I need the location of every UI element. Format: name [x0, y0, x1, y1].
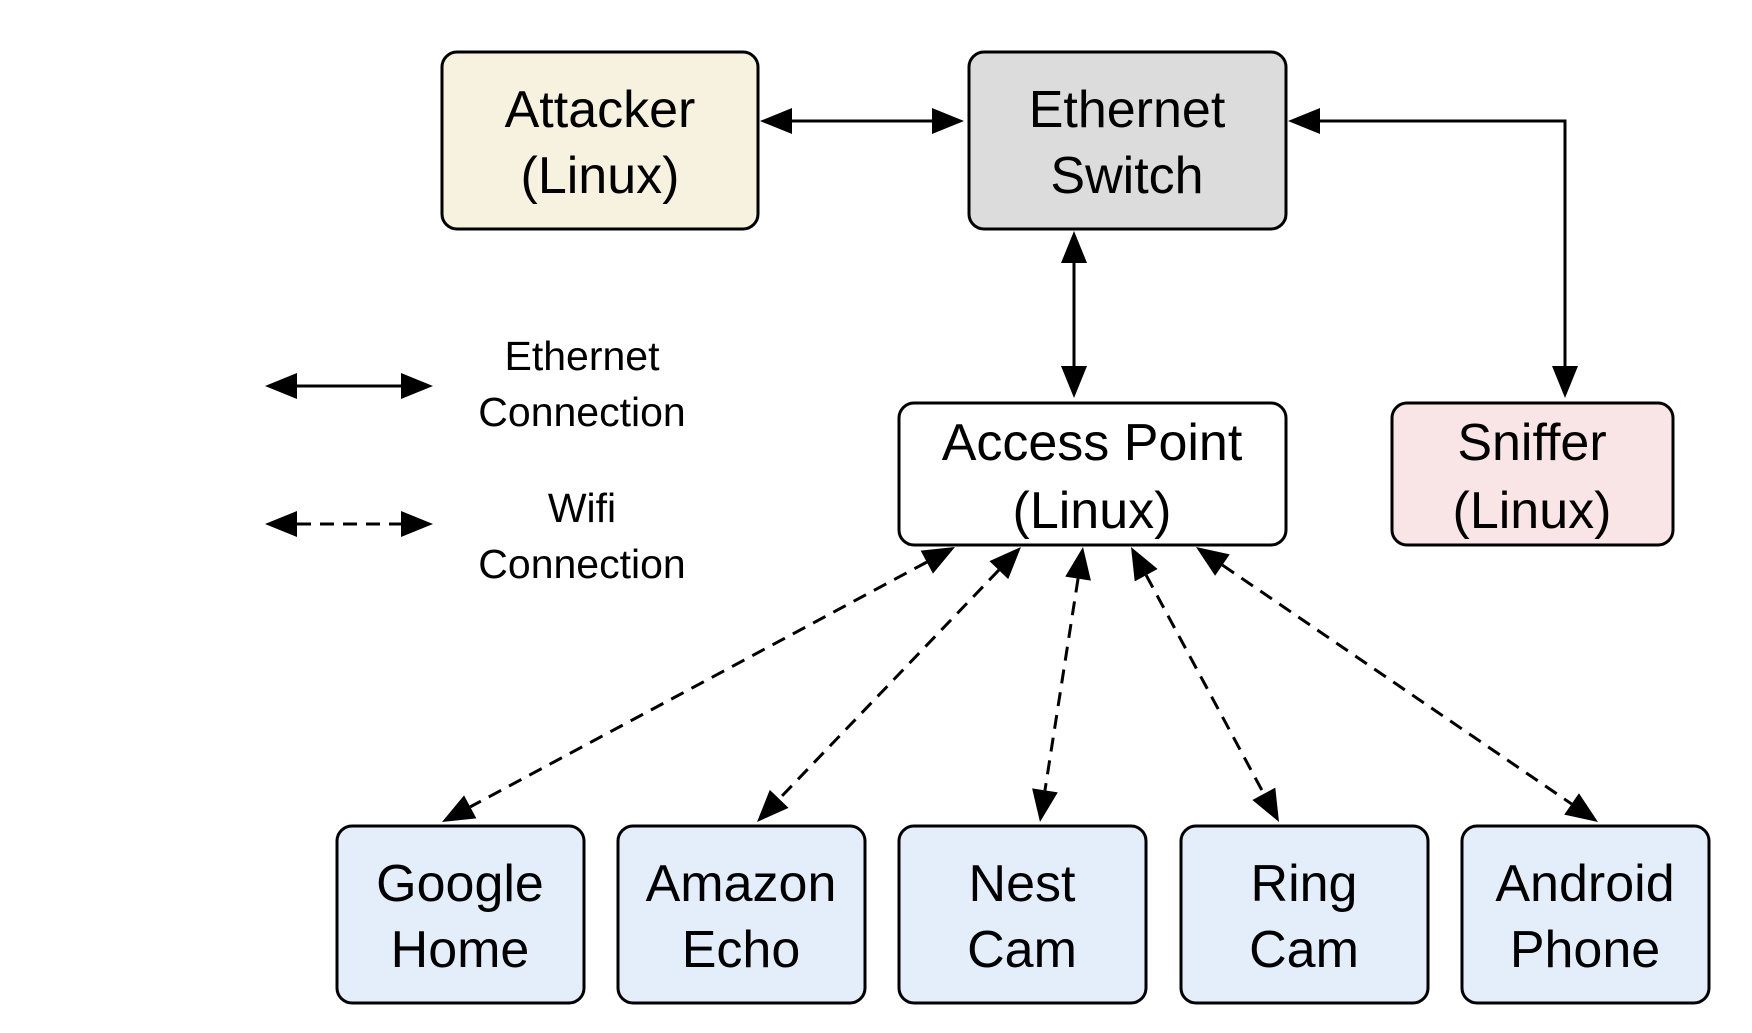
- legend: Ethernet Connection Wifi Connection: [265, 333, 686, 587]
- edge-ethernet-switch-to-access-point-arrowhead-start: [1061, 231, 1087, 263]
- legend-ethernet-arrow-arrowhead-end: [401, 373, 433, 399]
- node-attacker-label-line2: (Linux): [521, 147, 680, 205]
- legend-wifi-arrow: [265, 511, 433, 537]
- legend-wifi-symbol: [265, 511, 433, 537]
- node-amazon-echo: Amazon Echo: [616, 824, 867, 1005]
- edge-ethernet-switch-to-sniffer-arrowhead-start: [1288, 108, 1320, 134]
- node-ethernet-switch-box: [967, 50, 1288, 231]
- node-android-phone-box: [1460, 824, 1711, 1005]
- node-sniffer-box: [1390, 401, 1675, 547]
- edge-access-point-to-ring-cam-line: [1144, 574, 1266, 795]
- node-sniffer-label-line1: Sniffer: [1457, 414, 1606, 472]
- node-ethernet-switch-label-line2: Switch: [1050, 147, 1203, 205]
- node-ring-cam-box: [1179, 824, 1430, 1005]
- node-google-home-label-line2: Home: [391, 921, 530, 979]
- node-access-point-box: [897, 401, 1288, 547]
- node-attacker-box: [440, 50, 760, 231]
- legend-ethernet-arrow: [265, 373, 433, 399]
- legend-wifi-label-line2: Connection: [478, 541, 685, 587]
- node-google-home: Google Home: [335, 824, 586, 1005]
- edge-ethernet-switch-to-sniffer: [1288, 108, 1578, 398]
- edge-access-point-to-google-home-arrowhead-start: [920, 547, 955, 574]
- node-google-home-box: [335, 824, 586, 1005]
- edge-access-point-to-nest-cam-arrowhead-end: [1032, 788, 1058, 822]
- node-android-phone-label-line1: Android: [1495, 855, 1674, 913]
- legend-ethernet-symbol: [265, 373, 433, 399]
- edge-access-point-to-android-phone-line: [1221, 563, 1573, 806]
- legend-ethernet-label-line1: Ethernet: [505, 333, 661, 379]
- edge-access-point-to-google-home-line: [469, 560, 928, 809]
- edge-access-point-to-nest-cam-line: [1043, 578, 1080, 791]
- legend-wifi-arrow-arrowhead-end: [401, 511, 433, 537]
- edge-access-point-to-nest-cam: [1032, 547, 1091, 822]
- edge-access-point-to-ring-cam-arrowhead-start: [1131, 547, 1158, 582]
- edge-ethernet-switch-to-sniffer-arrowhead-end: [1552, 366, 1578, 398]
- node-amazon-echo-label-line2: Echo: [682, 921, 801, 979]
- edge-attacker-to-ethernet-switch-arrowhead-end: [932, 108, 964, 134]
- node-amazon-echo-box: [616, 824, 867, 1005]
- edge-access-point-to-ring-cam: [1131, 547, 1279, 822]
- edge-access-point-to-android-phone-arrowhead-end: [1564, 793, 1598, 822]
- node-nest-cam: Nest Cam: [897, 824, 1148, 1005]
- node-sniffer-label-line2: (Linux): [1453, 482, 1612, 540]
- edge-access-point-to-google-home: [442, 547, 955, 822]
- edge-ethernet-switch-to-access-point: [1061, 231, 1087, 398]
- edge-ethernet-switch-to-sniffer-line: [1320, 119, 1567, 366]
- edge-access-point-to-google-home-arrowhead-end: [442, 795, 477, 822]
- node-ethernet-switch-label-line1: Ethernet: [1029, 81, 1226, 139]
- node-nest-cam-label-line1: Nest: [969, 855, 1076, 913]
- edge-access-point-to-ring-cam-arrowhead-end: [1252, 787, 1279, 822]
- edge-access-point-to-amazon-echo-arrowhead-start: [989, 547, 1021, 580]
- node-ring-cam-label-line1: Ring: [1251, 855, 1358, 913]
- edge-ethernet-switch-to-access-point-arrowhead-end: [1061, 366, 1087, 398]
- node-attacker: Attacker (Linux): [440, 50, 760, 231]
- edge-attacker-to-ethernet-switch-arrowhead-start: [760, 108, 792, 134]
- node-ring-cam: Ring Cam: [1179, 824, 1430, 1005]
- edge-access-point-to-android-phone-arrowhead-start: [1196, 547, 1230, 576]
- node-ethernet-switch: Ethernet Switch: [967, 50, 1288, 231]
- edge-access-point-to-amazon-echo-line: [778, 569, 1000, 800]
- node-access-point-label-line2: (Linux): [1013, 482, 1172, 540]
- node-access-point-label-line1: Access Point: [942, 414, 1243, 472]
- node-android-phone-label-line2: Phone: [1510, 921, 1660, 979]
- legend-ethernet-arrow-arrowhead-start: [265, 373, 297, 399]
- node-amazon-echo-label-line1: Amazon: [646, 855, 837, 913]
- edges-layer: [442, 108, 1598, 822]
- node-ring-cam-label-line2: Cam: [1249, 921, 1359, 979]
- edge-access-point-to-amazon-echo-arrowhead-end: [757, 789, 789, 822]
- edge-access-point-to-android-phone: [1196, 547, 1598, 822]
- node-attacker-label-line1: Attacker: [505, 81, 696, 139]
- legend-ethernet-label-line2: Connection: [478, 389, 685, 435]
- edge-access-point-to-amazon-echo: [757, 547, 1021, 822]
- legend-wifi-label-line1: Wifi: [548, 485, 616, 531]
- edge-access-point-to-nest-cam-arrowhead-start: [1065, 547, 1091, 581]
- legend-wifi-arrow-arrowhead-start: [265, 511, 297, 537]
- node-access-point: Access Point (Linux): [897, 401, 1288, 547]
- edge-attacker-to-ethernet-switch: [760, 108, 964, 134]
- node-android-phone: Android Phone: [1460, 824, 1711, 1005]
- node-google-home-label-line1: Google: [376, 855, 544, 913]
- node-sniffer: Sniffer (Linux): [1390, 401, 1675, 547]
- node-nest-cam-box: [897, 824, 1148, 1005]
- node-nest-cam-label-line2: Cam: [967, 921, 1077, 979]
